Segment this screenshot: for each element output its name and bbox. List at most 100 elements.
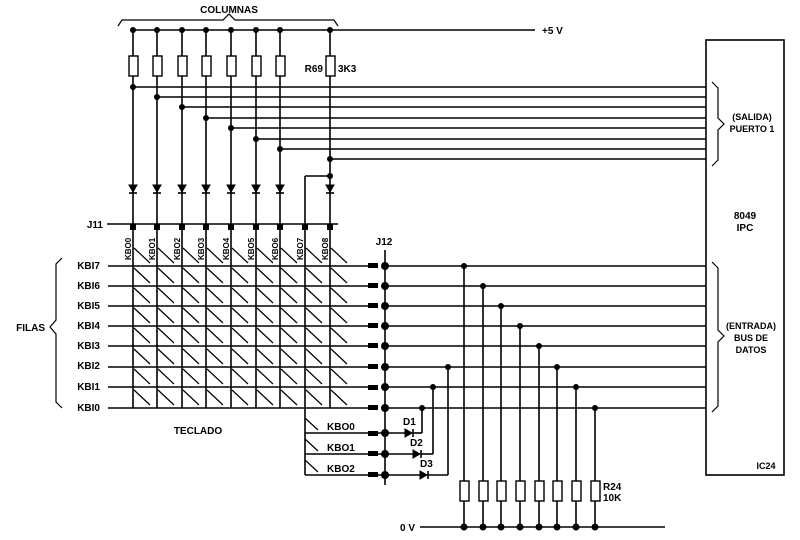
column-label-kbo8: KBO8	[321, 237, 330, 260]
key-switch	[182, 389, 200, 406]
key-switch	[206, 247, 224, 264]
column-resistor	[177, 55, 188, 77]
key-switch	[182, 267, 200, 284]
r24-resistor	[590, 480, 601, 502]
key-switch	[231, 247, 249, 264]
key-switch	[157, 247, 175, 264]
key-switch	[157, 287, 175, 304]
column-resistor	[128, 55, 139, 77]
lower-outputs	[304, 364, 451, 480]
key-switch	[305, 368, 323, 385]
key-switch	[231, 389, 249, 406]
columnas-bracket	[117, 13, 339, 27]
key-switch	[256, 389, 274, 406]
ic24-chip	[705, 39, 785, 476]
key-switch	[305, 348, 323, 365]
key-switch	[256, 327, 274, 344]
key-switch	[330, 368, 348, 385]
row-label-kbi5: KBI5	[77, 301, 100, 312]
key-switch	[231, 307, 249, 324]
key-switch	[305, 389, 323, 406]
key-switch	[206, 368, 224, 385]
key-switch	[206, 327, 224, 344]
diode-d3-label: D3	[420, 459, 433, 470]
key-switch	[330, 348, 348, 365]
key-switch	[133, 287, 151, 304]
port1-lines	[133, 86, 706, 160]
column-diodes	[128, 184, 335, 194]
column-resistor	[226, 55, 237, 77]
j12-pins	[368, 262, 389, 479]
entrada-line1: (ENTRADA)	[726, 321, 776, 331]
row-label-kbi1: KBI1	[77, 382, 100, 393]
gnd-junctions	[460, 523, 599, 531]
j11-label: J11	[87, 220, 104, 231]
column-resistor	[275, 55, 286, 77]
key-switch	[133, 267, 151, 284]
entrada-bracket	[711, 261, 725, 413]
entrada-line2: BUS DE	[734, 333, 768, 343]
key-switch	[157, 348, 175, 365]
key-switch	[256, 287, 274, 304]
column-label-kbo7: KBO7	[296, 237, 305, 260]
column-label-kbo6: KBO6	[271, 237, 280, 260]
key-switch	[206, 267, 224, 284]
key-switch	[280, 267, 298, 284]
key-switch	[330, 287, 348, 304]
key-switch	[182, 247, 200, 264]
salida-line2: PUERTO 1	[730, 124, 775, 134]
key-switch	[133, 389, 151, 406]
key-switch	[182, 307, 200, 324]
key-switch	[256, 307, 274, 324]
entrada-line3: DATOS	[736, 345, 767, 355]
key-switch	[182, 368, 200, 385]
key-switch	[157, 327, 175, 344]
key-switch	[206, 307, 224, 324]
r69-resistor	[325, 55, 336, 77]
column-label-kbo5: KBO5	[247, 237, 256, 260]
key-switch	[330, 327, 348, 344]
ic-type: IPC	[737, 223, 754, 234]
column-resistor	[152, 55, 163, 77]
column-label-kbo3: KBO3	[197, 237, 206, 260]
key-switch	[133, 307, 151, 324]
r69-value: 3K3	[338, 64, 357, 75]
key-switch	[256, 368, 274, 385]
key-switch	[256, 348, 274, 365]
pulldown-resistors	[459, 263, 601, 527]
ic-name: 8049	[734, 211, 757, 222]
key-switch	[305, 307, 323, 324]
key-switch	[280, 307, 298, 324]
column-label-kbo0: KBO0	[124, 237, 133, 260]
bus-lines	[385, 265, 706, 409]
lower-output-kbo2: KBO2	[327, 464, 355, 475]
key-switch	[280, 327, 298, 344]
teclado-label: TECLADO	[174, 426, 223, 437]
diode-d2-label: D2	[410, 438, 423, 449]
salida-line1: (SALIDA)	[732, 112, 772, 122]
key-switch	[280, 389, 298, 406]
key-switch	[330, 389, 348, 406]
key-switch	[231, 327, 249, 344]
filas-bracket	[49, 257, 63, 409]
key-switch	[133, 348, 151, 365]
vcc-label: +5 V	[542, 26, 563, 37]
lower-output-kbo1: KBO1	[327, 443, 355, 454]
keyboard-matrix	[108, 230, 372, 409]
key-switch	[206, 348, 224, 365]
key-switch	[231, 368, 249, 385]
row-label-kbi2: KBI2	[77, 361, 100, 372]
key-switch	[182, 327, 200, 344]
key-switch	[206, 287, 224, 304]
column-resistor	[251, 55, 262, 77]
key-switch	[133, 327, 151, 344]
r24-label: R24	[603, 482, 622, 493]
column-label-kbo4: KBO4	[222, 237, 231, 260]
column-label-kbo1: KBO1	[148, 237, 157, 260]
key-switch	[231, 267, 249, 284]
row-label-kbi4: KBI4	[77, 321, 100, 332]
key-switch	[330, 307, 348, 324]
key-switch	[157, 307, 175, 324]
column-resistor	[201, 55, 212, 77]
